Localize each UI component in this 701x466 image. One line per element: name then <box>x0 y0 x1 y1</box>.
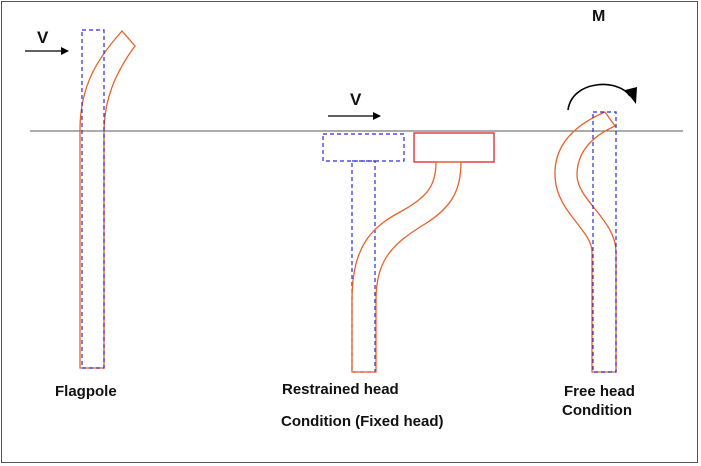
restrained-undeformed-cap <box>322 133 405 162</box>
flagpole-undeformed-pile <box>81 29 105 369</box>
flagpole-caption: Flagpole <box>55 383 117 400</box>
moment-label: M <box>592 8 606 25</box>
free-head-deflected-pile <box>554 111 617 373</box>
restrained-force-label: V <box>350 90 362 109</box>
restrained-caption-line2: Condition (Fixed head) <box>281 413 444 430</box>
free-head-caption-line2: Condition <box>562 402 632 419</box>
restrained-deflected-cap <box>413 132 495 163</box>
flagpole-force-label: V <box>37 28 49 47</box>
restrained-deflected-pile <box>351 161 462 373</box>
moment-arrow <box>567 83 631 111</box>
free-head-undeformed-pile <box>592 111 617 373</box>
moment-arrowhead <box>625 87 637 104</box>
restrained-caption-line1: Restrained head <box>282 381 399 398</box>
flagpole-deflected-pile <box>79 30 136 369</box>
free-head-caption-line1: Free head <box>564 383 635 400</box>
